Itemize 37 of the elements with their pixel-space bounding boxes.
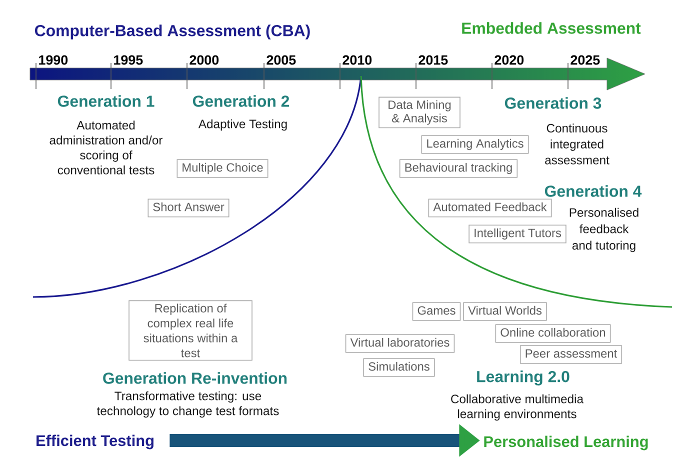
year-label: 2025 — [570, 55, 600, 65]
term-box: Peer assessment — [520, 345, 622, 364]
term-box: Multiple Choice — [176, 159, 268, 178]
term-box: Short Answer — [148, 198, 230, 218]
generation-heading: Learning 2.0 — [477, 370, 570, 386]
term-box: Learning Analytics — [421, 135, 529, 154]
year-label: 2020 — [494, 55, 524, 65]
trend-label: Personalised Learning — [484, 436, 648, 450]
year-label: 2005 — [266, 55, 296, 65]
generation-description: Transformative testing: use technology to change test formats — [96, 391, 279, 418]
trend-label: Efficient Testing — [36, 434, 154, 450]
term-box: Automated Feedback — [428, 198, 552, 218]
era-heading: Computer-Based Assessment (CBA) — [34, 24, 310, 40]
generation-description: Collaborative multimedia learning environments — [451, 394, 584, 421]
year-label: 1990 — [39, 55, 68, 65]
year-label: 2000 — [190, 55, 219, 65]
term-box: Virtual Worlds — [463, 302, 547, 321]
generation-description: Personalised feedback and tutoring — [570, 208, 638, 252]
term-box: Games — [412, 302, 461, 321]
era-heading: Embedded Assessment — [462, 22, 641, 34]
year-label: 1995 — [114, 55, 143, 65]
generation-heading: Generation 4 — [544, 185, 642, 197]
generation-heading: Generation 3 — [504, 97, 602, 109]
year-label: 2015 — [418, 55, 448, 65]
generation-description: Adaptive Testing — [198, 119, 287, 131]
generation-description: Continuous integrated assessment — [545, 124, 610, 164]
term-box: Virtual laboratories — [345, 334, 455, 353]
term-box: Replication of complex real life situations within a test — [128, 300, 252, 361]
generation-heading: Generation 2 — [192, 95, 290, 107]
term-box: Behavioural tracking — [399, 159, 518, 178]
year-label: 2010 — [342, 55, 372, 65]
term-box: Intelligent Tutors — [468, 224, 566, 244]
generation-description: Automated administration and/or scoring of conventional tests — [50, 120, 163, 174]
generation-heading: Generation 1 — [58, 95, 154, 107]
term-box: Simulations — [363, 358, 435, 377]
term-box: Online collaboration — [495, 324, 611, 343]
term-box: Data Mining & Analysis — [378, 96, 460, 128]
